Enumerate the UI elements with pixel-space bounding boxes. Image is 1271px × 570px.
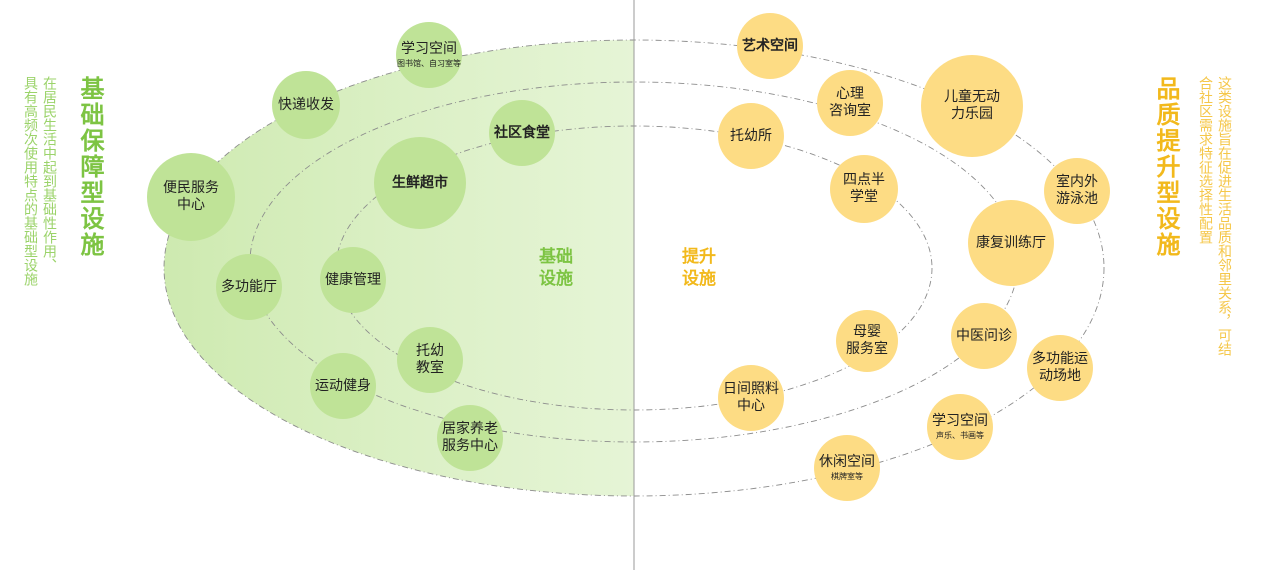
right-description-line-2: 合社区需求特征选择性配置	[1197, 76, 1213, 244]
node-label: 居家养老 服务中心	[442, 421, 498, 454]
node-pool: 室内外 游泳池	[1044, 158, 1110, 224]
node-rehab: 康复训练厅	[968, 200, 1054, 286]
node-label: 多功能厅	[221, 278, 277, 295]
left-title: 基础保障型设施	[76, 76, 104, 258]
node-elderly-care: 居家养老 服务中心	[437, 405, 503, 471]
node-label: 托幼所	[730, 127, 772, 144]
node-label: 艺术空间	[742, 37, 798, 54]
node-health: 健康管理	[320, 247, 386, 313]
left-description-line-2: 具有高频次使用特点的基础型设施	[22, 76, 38, 286]
node-label: 托幼 教室	[416, 343, 444, 376]
node-label: 社区食堂	[494, 124, 550, 141]
node-study-space: 学习空间图书馆、自习室等	[396, 22, 462, 88]
node-label: 快递收发	[278, 96, 334, 113]
node-label: 心理 咨询室	[829, 86, 871, 119]
left-description-line-1: 在居民生活中起到基础性作用、	[41, 76, 57, 272]
node-sports: 运动健身	[310, 353, 376, 419]
node-express: 快递收发	[272, 71, 340, 139]
node-service-center: 便民服务 中心	[147, 153, 235, 241]
node-nursery: 托幼所	[718, 103, 784, 169]
node-leisure: 休闲空间棋牌室等	[814, 435, 880, 501]
upgrade-facility-label: 提升 设施	[682, 247, 716, 289]
node-multi-hall: 多功能厅	[216, 254, 282, 320]
right-title: 品质提升型设施	[1152, 76, 1180, 258]
basic-facility-label: 基础 设施	[539, 247, 573, 289]
node-sublabel: 棋牌室等	[831, 472, 863, 481]
node-canteen: 社区食堂	[489, 100, 555, 166]
node-supermarket: 生鲜超市	[374, 137, 466, 229]
node-label: 儿童无动 力乐园	[944, 89, 1000, 122]
node-study-space-2: 学习空间声乐、书画等	[927, 394, 993, 460]
node-label: 日间照料 中心	[723, 381, 779, 414]
node-tcm: 中医问诊	[951, 303, 1017, 369]
node-label: 学习空间	[932, 413, 988, 429]
node-afterschool: 四点半 学堂	[830, 155, 898, 223]
node-label: 室内外 游泳池	[1056, 174, 1098, 207]
node-nursery-class: 托幼 教室	[397, 327, 463, 393]
node-label: 母婴 服务室	[846, 324, 888, 357]
node-playground: 儿童无动 力乐园	[921, 55, 1023, 157]
node-day-care: 日间照料 中心	[718, 365, 784, 431]
node-label: 中医问诊	[956, 327, 1012, 344]
node-counseling: 心理 咨询室	[817, 70, 883, 136]
right-description-line-1: 这类设施旨在促进生活品质和邻里关系，可结	[1216, 76, 1232, 356]
node-sublabel: 声乐、书画等	[936, 431, 984, 440]
node-label: 便民服务 中心	[163, 180, 219, 213]
node-label: 健康管理	[325, 271, 381, 288]
node-label: 生鲜超市	[392, 174, 448, 191]
node-label: 康复训练厅	[976, 234, 1046, 251]
node-label: 休闲空间	[819, 454, 875, 470]
node-sublabel: 图书馆、自习室等	[397, 59, 461, 68]
node-label: 多功能运 动场地	[1032, 351, 1088, 384]
node-multi-sports: 多功能运 动场地	[1027, 335, 1093, 401]
node-label: 四点半 学堂	[843, 172, 885, 205]
node-label: 运动健身	[315, 377, 371, 394]
node-art-space: 艺术空间	[737, 13, 803, 79]
node-label: 学习空间	[401, 41, 457, 57]
node-maternal: 母婴 服务室	[836, 310, 898, 372]
